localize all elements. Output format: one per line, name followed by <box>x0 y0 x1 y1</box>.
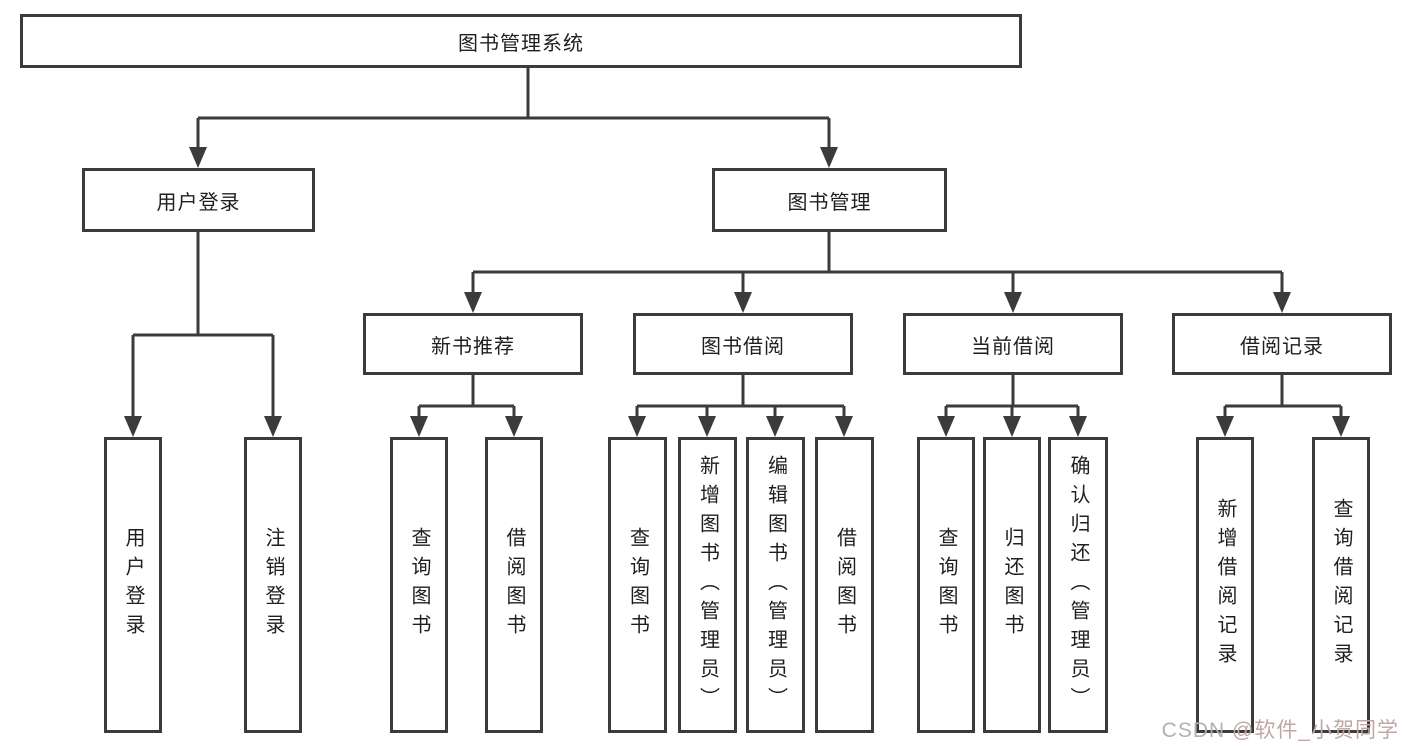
leaf-confirm-return-admin: 确认归还（管理员） <box>1048 437 1108 733</box>
watermark-handle: @软件_小贺同学 <box>1232 719 1399 742</box>
node-library-management-system: 图书管理系统 <box>20 14 1022 68</box>
node-label: 图书管理系统 <box>458 32 584 55</box>
node-book-borrowing: 图书借阅 <box>633 313 853 375</box>
watermark: CSDN @软件_小贺同学 <box>1162 714 1399 744</box>
node-user-login: 用户登录 <box>82 168 315 232</box>
node-label: 借阅图书 <box>833 527 856 643</box>
leaf-query-borrow-record: 查询借阅记录 <box>1312 437 1370 733</box>
watermark-prefix: CSDN <box>1161 719 1232 742</box>
node-label: 新书推荐 <box>431 335 515 358</box>
node-current-borrowing: 当前借阅 <box>903 313 1123 375</box>
node-label: 借阅记录 <box>1240 335 1324 358</box>
node-borrowing-records: 借阅记录 <box>1172 313 1392 375</box>
node-label: 查询图书 <box>626 527 649 643</box>
leaf-query-books: 查询图书 <box>608 437 667 733</box>
node-label: 查询图书 <box>408 527 430 643</box>
leaf-query-books: 查询图书 <box>917 437 975 733</box>
node-label: 用户登录 <box>156 191 241 214</box>
node-label: 编辑图书（管理员） <box>764 454 787 716</box>
leaf-user-login: 用户登录 <box>104 437 162 733</box>
node-label: 查询图书 <box>935 527 957 643</box>
leaf-logout: 注销登录 <box>244 437 302 733</box>
leaf-query-books: 查询图书 <box>390 437 448 733</box>
node-label: 查询借阅记录 <box>1330 498 1352 672</box>
node-label: 注销登录 <box>262 527 284 643</box>
node-label: 新增借阅记录 <box>1214 498 1236 672</box>
node-label: 当前借阅 <box>971 335 1055 358</box>
leaf-add-book-admin: 新增图书（管理员） <box>678 437 737 733</box>
node-label: 用户登录 <box>122 527 144 643</box>
node-label: 确认归还（管理员） <box>1067 454 1089 716</box>
leaf-borrow-books: 借阅图书 <box>485 437 543 733</box>
node-label: 归还图书 <box>1001 527 1023 643</box>
node-label: 图书管理 <box>787 191 872 214</box>
node-label: 借阅图书 <box>503 527 525 643</box>
leaf-add-borrow-record: 新增借阅记录 <box>1196 437 1254 733</box>
leaf-return-books: 归还图书 <box>983 437 1041 733</box>
node-new-book-recommendation: 新书推荐 <box>363 313 583 375</box>
node-label: 图书借阅 <box>701 335 785 358</box>
leaf-edit-book-admin: 编辑图书（管理员） <box>746 437 805 733</box>
node-book-management: 图书管理 <box>712 168 947 232</box>
node-label: 新增图书（管理员） <box>696 454 719 716</box>
leaf-borrow-books: 借阅图书 <box>815 437 874 733</box>
